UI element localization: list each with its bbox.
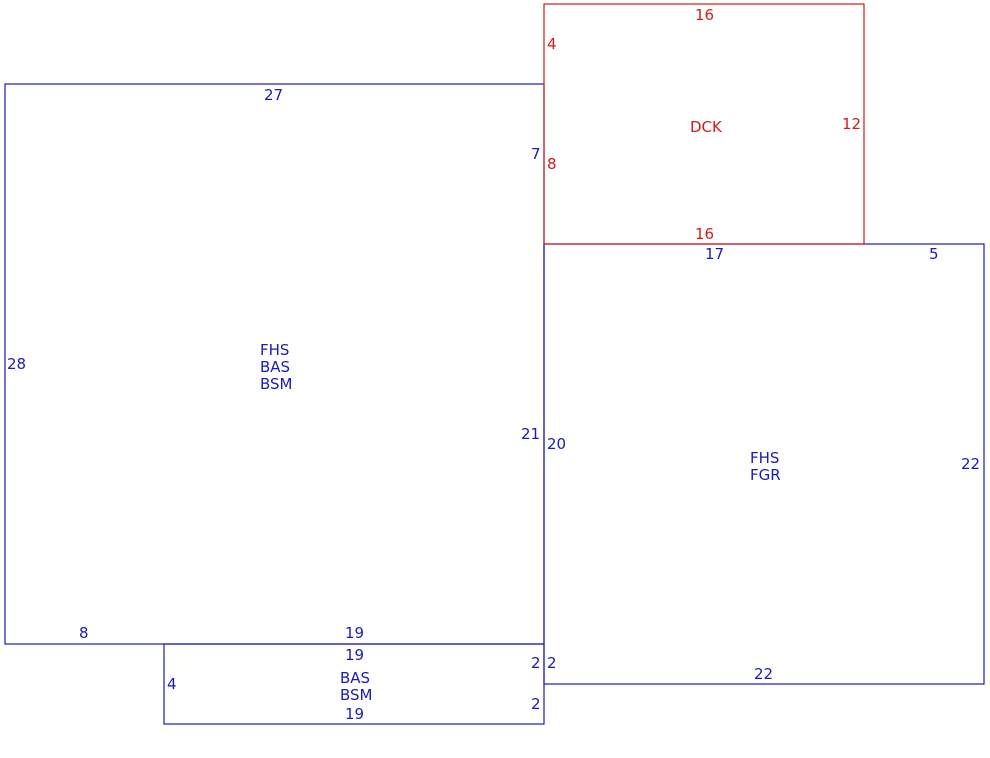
deck-code: DCK — [690, 118, 723, 136]
dim-main-top: 27 — [264, 86, 283, 104]
dim-bump-right-upper: 2 — [531, 654, 541, 672]
deck-outline — [543, 3, 865, 245]
dim-garage-right: 22 — [961, 455, 980, 473]
bump-code-2: BSM — [340, 686, 373, 704]
dim-deck-bottom: 16 — [695, 225, 714, 243]
dim-main-right-lower: 21 — [521, 425, 540, 443]
dim-bump-right-lower: 2 — [531, 695, 541, 713]
dim-garage-left: 20 — [547, 435, 566, 453]
dim-main-left: 28 — [7, 355, 26, 373]
dim-garage-top: 17 — [705, 245, 724, 263]
dim-garage-left-lower: 2 — [547, 654, 557, 672]
dim-deck-left-upper: 4 — [547, 35, 557, 53]
dim-main-right-upper: 7 — [531, 145, 541, 163]
main-house-code-1: FHS — [260, 341, 289, 359]
garage-code-2: FGR — [750, 466, 781, 484]
main-house-code-3: BSM — [260, 375, 293, 393]
dim-deck-right: 12 — [842, 115, 861, 133]
dim-deck-top: 16 — [695, 6, 714, 24]
dim-garage-top-right: 5 — [929, 245, 939, 263]
main-house-code-2: BAS — [260, 358, 290, 376]
bump-outline — [163, 643, 545, 725]
dim-deck-left-lower: 8 — [547, 155, 557, 173]
dim-bump-left: 4 — [167, 675, 177, 693]
garage-code-1: FHS — [750, 449, 779, 467]
bump-code-1: BAS — [340, 669, 370, 687]
dim-bump-bottom: 19 — [345, 705, 364, 723]
dim-garage-bottom: 22 — [754, 665, 773, 683]
dim-main-bottom-right: 19 — [345, 624, 364, 642]
dim-main-bottom-left: 8 — [79, 624, 89, 642]
dim-bump-top: 19 — [345, 646, 364, 664]
